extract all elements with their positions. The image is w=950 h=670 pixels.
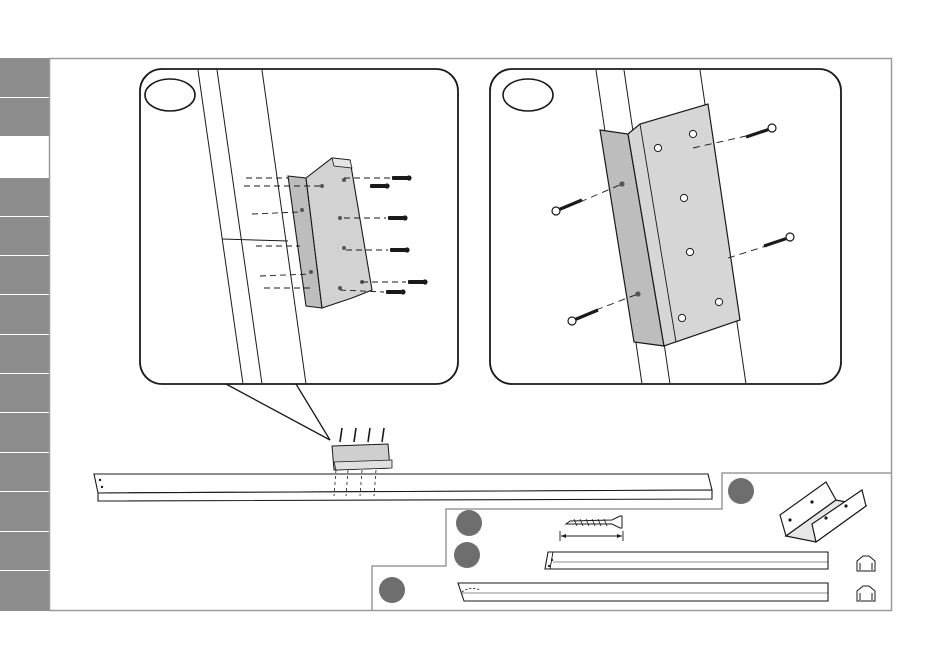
part-badge-rail-short — [454, 542, 480, 568]
part-screw — [456, 510, 623, 541]
part-badge-rail-long — [379, 577, 405, 603]
part-bracket — [728, 478, 866, 542]
callout-line-left — [226, 384, 330, 440]
assembly-rail — [94, 428, 712, 501]
detail-panel-a — [140, 69, 458, 384]
part-badge-screw — [456, 510, 482, 536]
part-badge-bracket — [728, 478, 754, 504]
detail-panel-b — [490, 69, 841, 384]
part-rail-long — [379, 577, 875, 603]
step-label-badge-a — [145, 79, 195, 111]
step-label-badge-b — [503, 79, 553, 111]
callout-line-right — [296, 384, 330, 440]
profile-icon-long — [857, 586, 875, 601]
part-rail-short — [454, 542, 875, 571]
profile-icon-short — [857, 556, 875, 571]
